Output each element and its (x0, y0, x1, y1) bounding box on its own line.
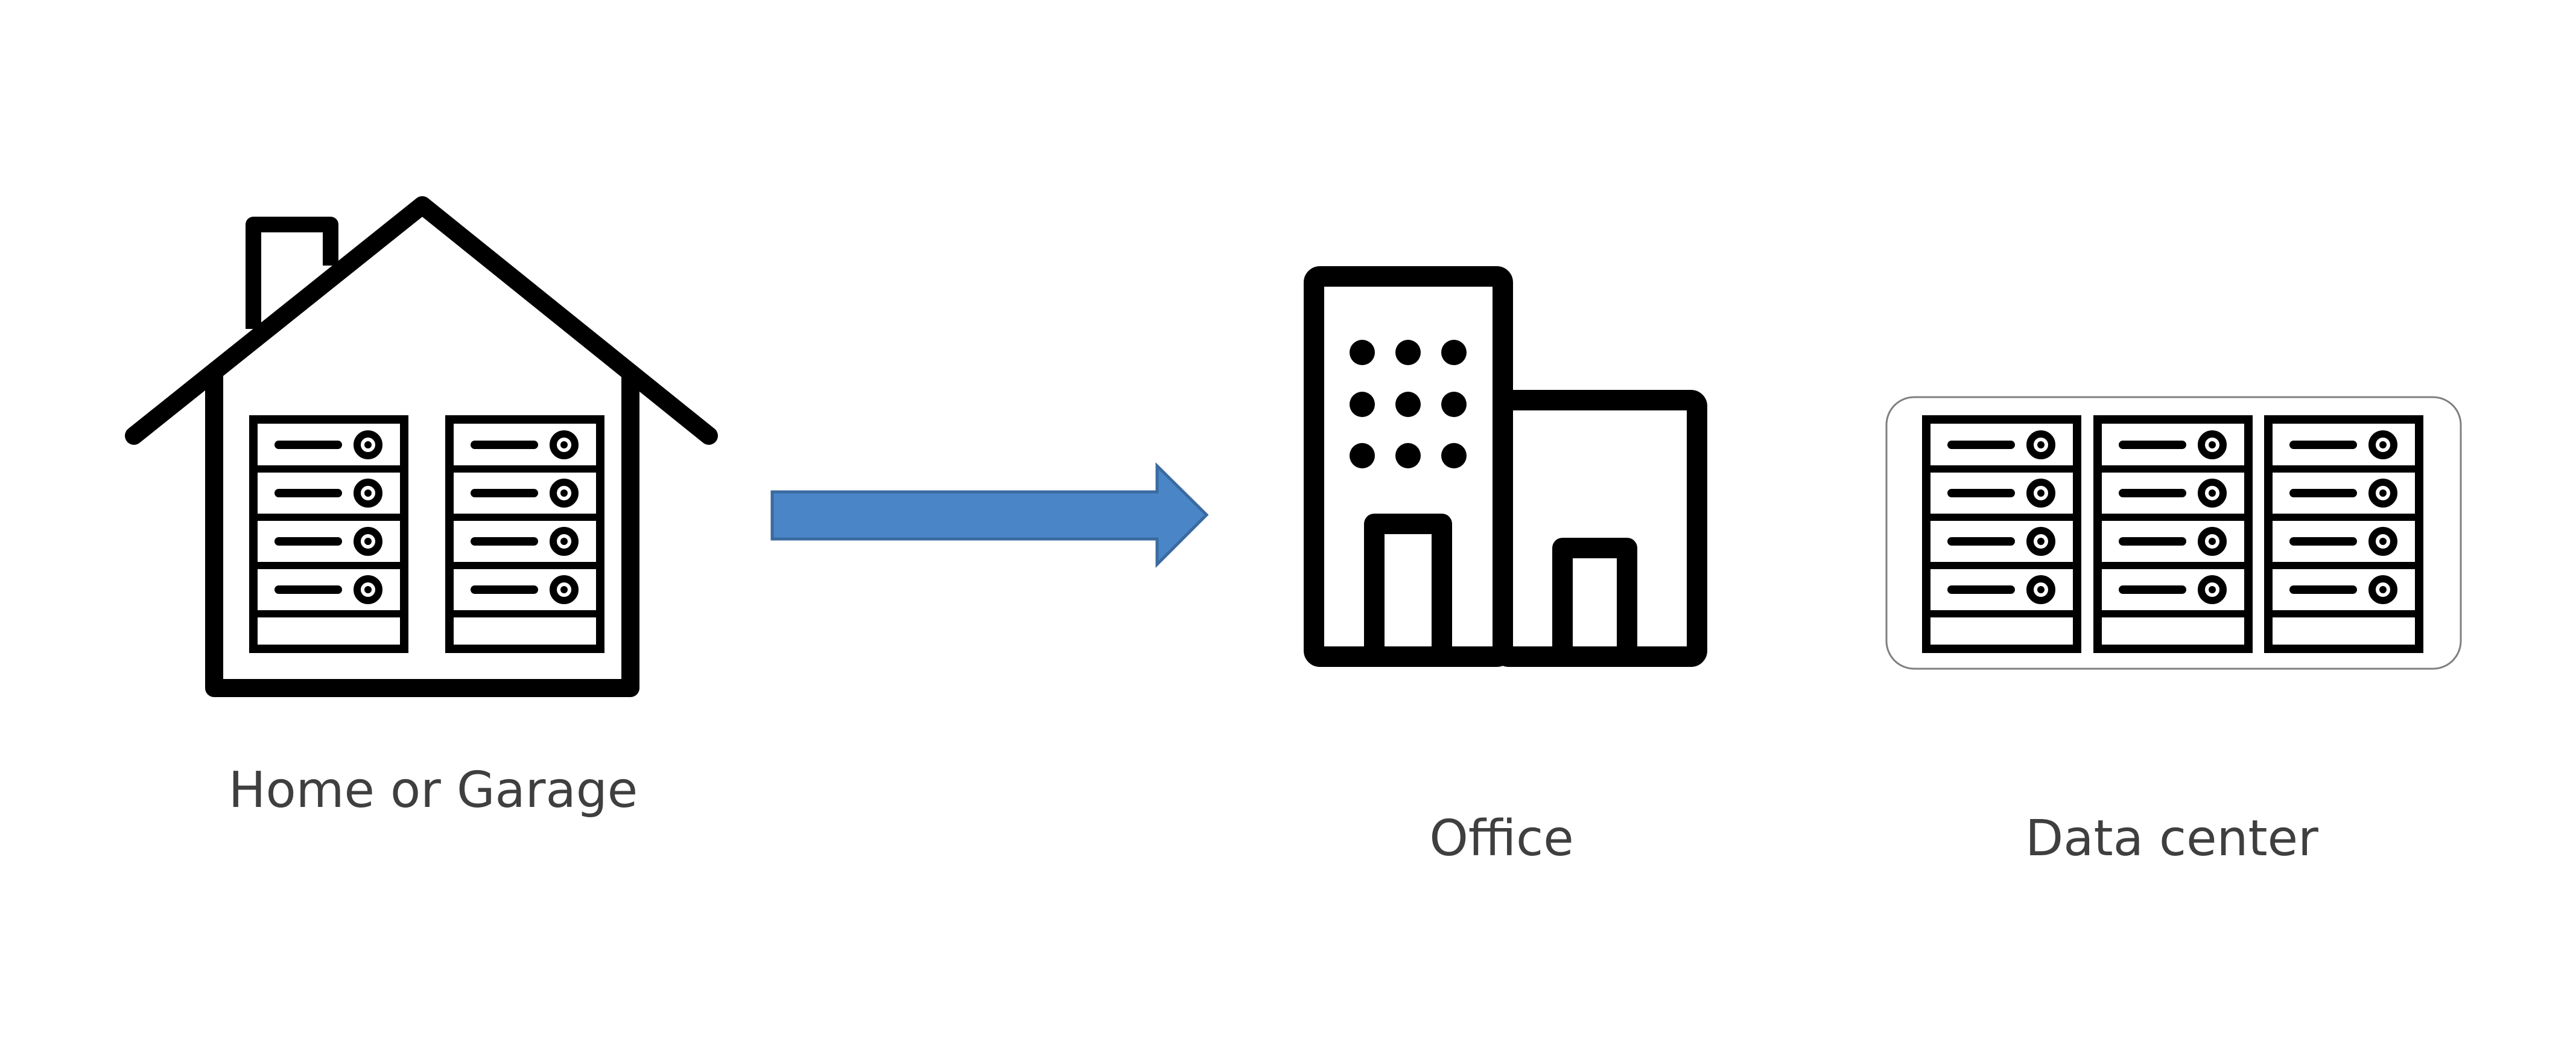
house-with-servers-icon (125, 196, 718, 697)
office-label: Office (1429, 810, 1573, 867)
server-racks-icon (1885, 396, 2462, 670)
right-arrow-icon (770, 462, 1209, 569)
server-rack-icon (2268, 419, 2419, 649)
server-rack-icon (1926, 419, 2077, 649)
server-rack-icon (253, 419, 404, 649)
server-rack-icon (2098, 419, 2248, 649)
home-label: Home or Garage (229, 762, 638, 819)
server-rack-icon (449, 419, 600, 649)
datacenter-label: Data center (2025, 810, 2318, 867)
office-building-icon (1304, 266, 1707, 667)
